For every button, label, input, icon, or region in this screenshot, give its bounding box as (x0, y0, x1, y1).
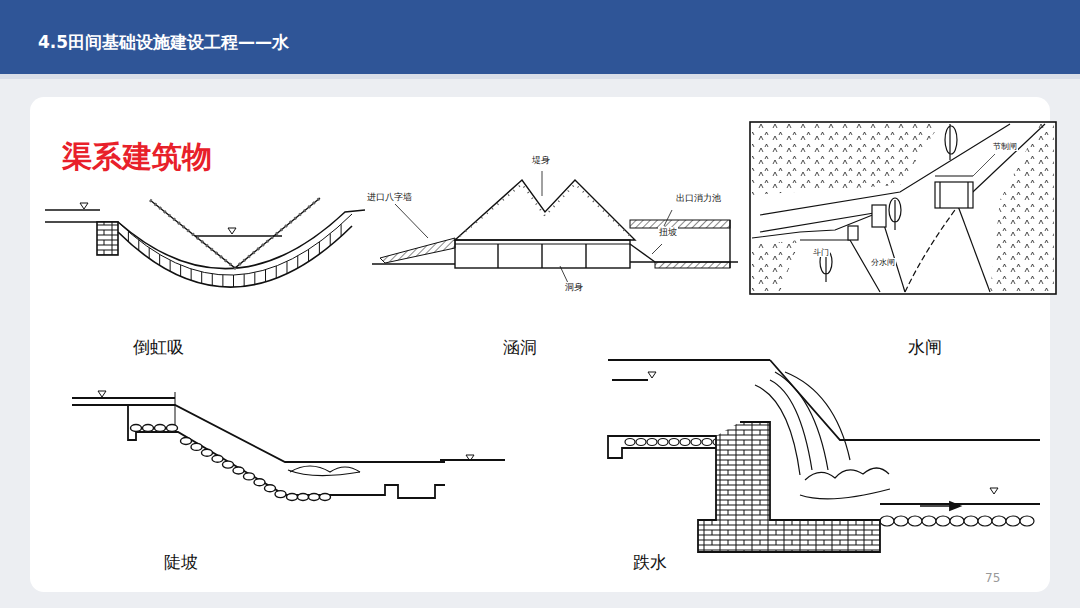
slide-title: 4.5田间基础设施建设工程——水 (38, 33, 289, 53)
pipe-segment (222, 275, 223, 287)
stone (265, 485, 276, 492)
stone (908, 516, 922, 526)
stone (254, 479, 265, 486)
stone (287, 494, 298, 501)
part-label: 分水闸 (870, 258, 896, 267)
figure-caption: 跌水 (633, 553, 667, 573)
part-label: 洞身 (564, 282, 584, 292)
steep-slope-drawing (72, 391, 505, 501)
drop-structure-drawing (608, 360, 1040, 552)
pipe-segment (276, 266, 277, 278)
culvert-drawing (372, 171, 738, 283)
stone (298, 494, 309, 501)
pipe-segment (308, 249, 309, 261)
title-bar-stripe (0, 74, 1080, 79)
part-label: 进口八字墙 (366, 192, 413, 202)
stone (702, 439, 712, 446)
stone (647, 439, 657, 446)
stone (894, 516, 908, 526)
stone (691, 439, 701, 446)
part-label: 扭坡 (658, 227, 678, 237)
stone (309, 494, 320, 501)
stone (1006, 516, 1020, 526)
pipe-segment (319, 242, 320, 254)
stone (167, 425, 178, 432)
pipe-segment (265, 270, 266, 282)
stone (625, 439, 635, 446)
stone (155, 425, 166, 432)
stone (131, 425, 142, 432)
pipe-segment (191, 269, 192, 281)
stone (143, 425, 154, 432)
sluice-gate-drawing (750, 122, 1056, 294)
stone (202, 449, 213, 456)
stone (680, 439, 690, 446)
figure-caption: 陡坡 (164, 553, 198, 573)
stone (320, 494, 331, 501)
stone (223, 461, 234, 468)
stone (233, 467, 244, 474)
stone (212, 455, 223, 462)
part-label: 堤身 (531, 155, 551, 165)
figure-caption: 涵洞 (503, 338, 537, 358)
figure-caption: 水闸 (908, 338, 942, 358)
stone (992, 516, 1006, 526)
part-label: 出口消力池 (675, 193, 722, 203)
pipe-segment (180, 265, 181, 276)
pipe-segment (212, 274, 213, 286)
stone (275, 491, 286, 498)
pipe-segment (244, 274, 245, 286)
stone (636, 439, 646, 446)
stone (922, 516, 936, 526)
stone (978, 516, 992, 526)
pipe-segment (149, 248, 150, 259)
pipe-segment (128, 232, 129, 242)
stone (880, 516, 894, 526)
page-number: 75 (985, 572, 1000, 586)
figure-caption: 倒虹吸 (133, 338, 184, 358)
pipe-segment (201, 272, 202, 284)
part-label: 斗门 (812, 248, 830, 257)
stone (950, 516, 964, 526)
stone (964, 516, 978, 526)
pipe-segment (159, 254, 160, 265)
stone (658, 439, 668, 446)
pipe-segment (330, 234, 331, 246)
pipe-segment (297, 256, 298, 268)
pipe-segment (233, 275, 234, 287)
stone (191, 443, 202, 450)
pipe-segment (341, 224, 342, 236)
section-heading: 渠系建筑物 (62, 140, 212, 175)
stone (669, 439, 679, 446)
part-label: 节制闸 (992, 142, 1018, 151)
inverted-siphon-drawing (45, 198, 365, 287)
pipe-segment (170, 260, 171, 271)
stone (1020, 516, 1034, 526)
stone (936, 516, 950, 526)
stone (244, 473, 255, 480)
stone (181, 438, 192, 445)
pipe-segment (254, 272, 255, 284)
pipe-segment (286, 261, 287, 273)
pipe-segment (138, 240, 139, 251)
